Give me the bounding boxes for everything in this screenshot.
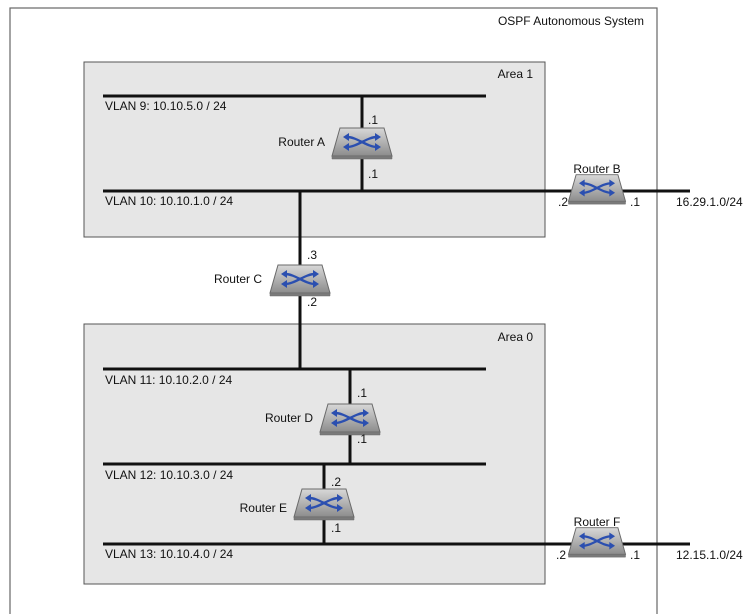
area-0-label: Area 0 bbox=[498, 330, 534, 344]
router-a-icon[interactable] bbox=[330, 126, 394, 161]
router-a-label: Router A bbox=[278, 135, 325, 149]
router-a-top-ip: .1 bbox=[368, 113, 378, 127]
external-network-b: 16.29.1.0/24 bbox=[676, 195, 743, 209]
router-f-label: Router F bbox=[574, 515, 621, 529]
router-b-left-ip: .2 bbox=[558, 195, 568, 209]
router-c-bottom-ip: .2 bbox=[307, 295, 317, 309]
router-e-bottom-ip: .1 bbox=[331, 521, 341, 535]
router-f-right-ip: .1 bbox=[630, 548, 640, 562]
router-b-icon[interactable] bbox=[567, 173, 627, 206]
vlan13-label: VLAN 13: 10.10.4.0 / 24 bbox=[105, 547, 233, 561]
router-e-icon[interactable] bbox=[292, 487, 356, 522]
router-c-label: Router C bbox=[214, 272, 262, 286]
vlan9-label: VLAN 9: 10.10.5.0 / 24 bbox=[105, 99, 227, 113]
router-d-bottom-ip: .1 bbox=[357, 432, 367, 446]
router-f-left-ip: .2 bbox=[556, 548, 566, 562]
vlan12-label: VLAN 12: 10.10.3.0 / 24 bbox=[105, 468, 233, 482]
router-c-top-ip: .3 bbox=[307, 248, 317, 262]
router-e-label: Router E bbox=[240, 501, 287, 515]
system-title: OSPF Autonomous System bbox=[498, 14, 644, 28]
router-d-icon[interactable] bbox=[318, 402, 382, 437]
vlan10-label: VLAN 10: 10.10.1.0 / 24 bbox=[105, 194, 233, 208]
area-1-label: Area 1 bbox=[498, 67, 534, 81]
router-d-top-ip: .1 bbox=[357, 386, 367, 400]
router-c-icon[interactable] bbox=[268, 263, 332, 298]
area-1-box bbox=[83, 61, 546, 238]
router-b-right-ip: .1 bbox=[630, 195, 640, 209]
router-b-label: Router B bbox=[573, 162, 620, 176]
vlan11-label: VLAN 11: 10.10.2.0 / 24 bbox=[105, 373, 233, 387]
external-network-f: 12.15.1.0/24 bbox=[676, 548, 743, 562]
router-a-bottom-ip: .1 bbox=[368, 167, 378, 181]
router-e-top-ip: .2 bbox=[331, 475, 341, 489]
area-0-box bbox=[83, 323, 546, 585]
router-d-label: Router D bbox=[265, 411, 313, 425]
router-f-icon[interactable] bbox=[567, 526, 627, 559]
